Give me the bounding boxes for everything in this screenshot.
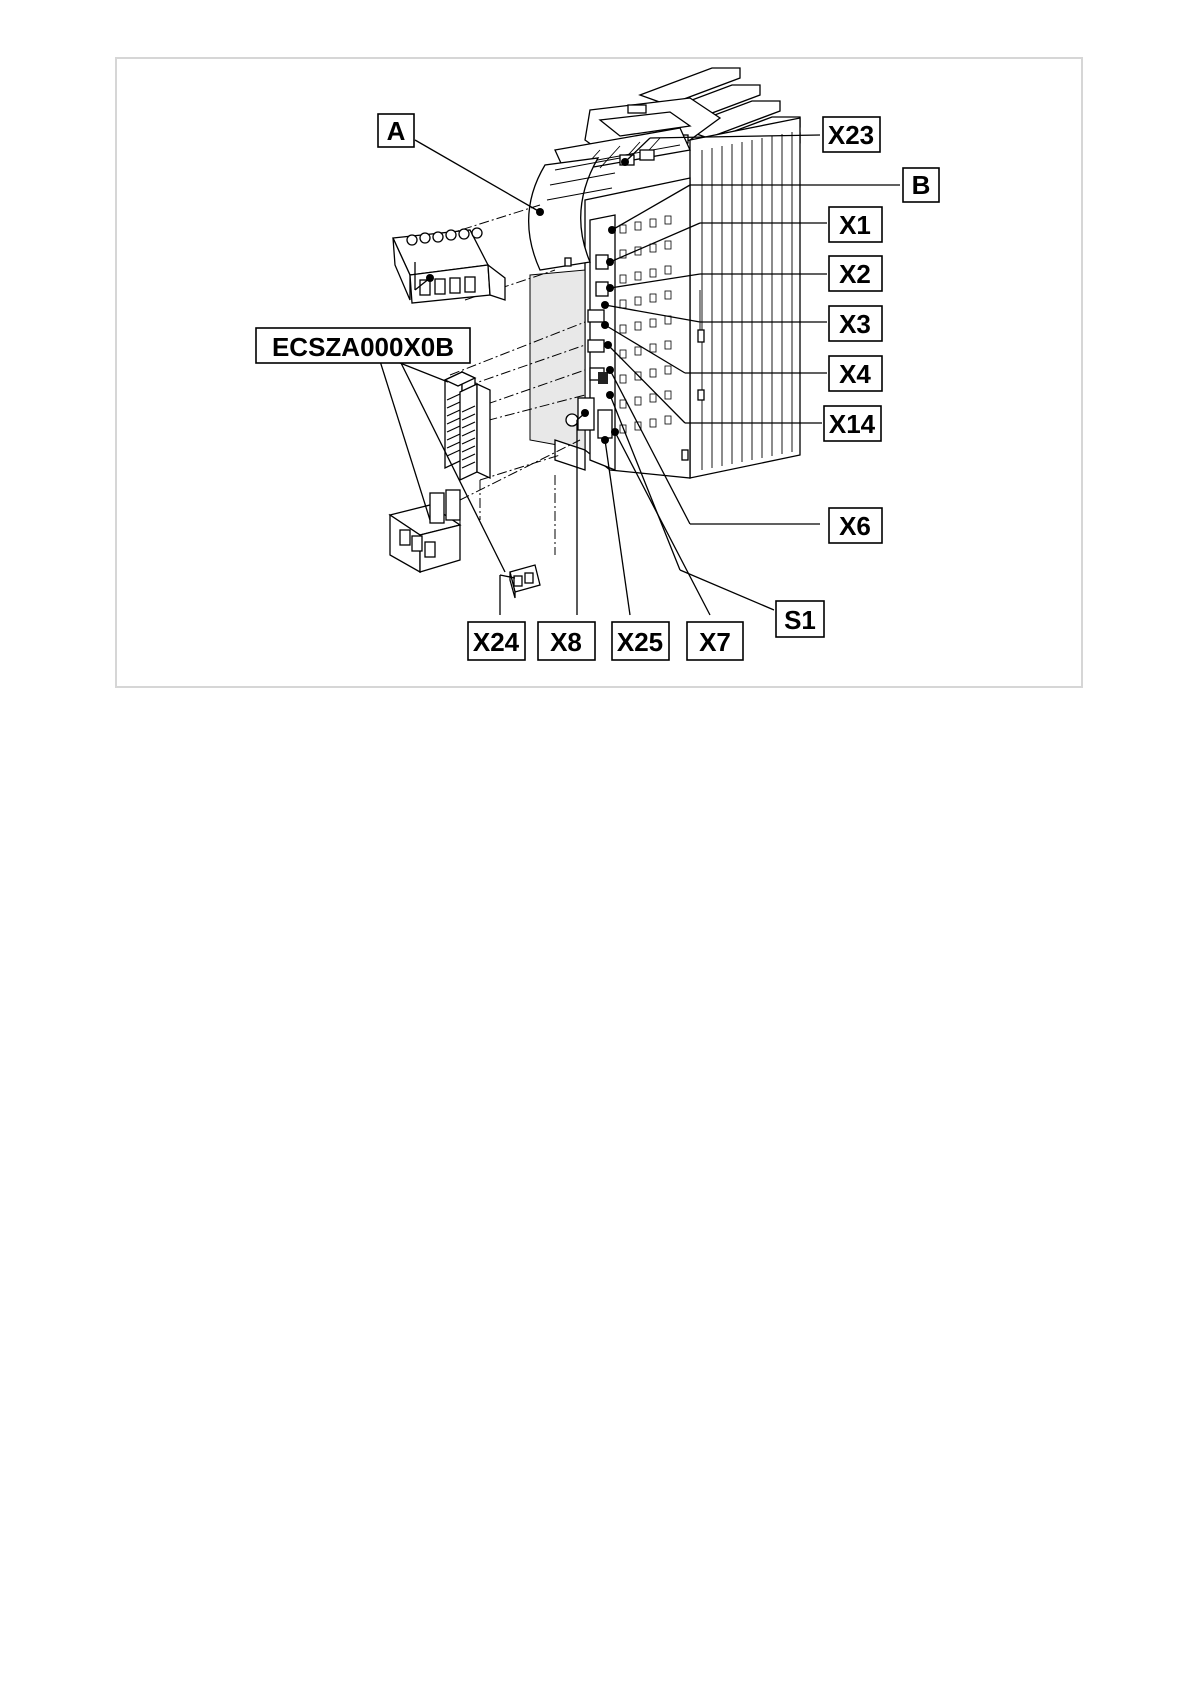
svg-text:X23: X23	[828, 120, 874, 150]
label-x24: X24	[468, 622, 525, 660]
drive-housing	[530, 98, 800, 478]
svg-text:X6: X6	[839, 511, 871, 541]
label-x3: X3	[829, 306, 882, 341]
svg-text:X8: X8	[550, 627, 582, 657]
label-s1: S1	[776, 601, 824, 637]
plug-2pole	[510, 565, 540, 598]
svg-text:A: A	[387, 116, 406, 146]
label-x4: X4	[829, 356, 882, 391]
svg-text:X3: X3	[839, 309, 871, 339]
svg-text:X4: X4	[839, 359, 871, 389]
svg-text:X7: X7	[699, 627, 731, 657]
svg-text:X24: X24	[473, 627, 520, 657]
label-b: B	[903, 168, 939, 202]
svg-text:S1: S1	[784, 605, 816, 635]
label-x14: X14	[824, 406, 881, 441]
svg-text:X25: X25	[617, 627, 663, 657]
label-accessory-ecsza000x0b: ECSZA000X0B	[256, 328, 470, 363]
label-x8: X8	[538, 622, 595, 660]
svg-text:B: B	[912, 170, 931, 200]
label-x7: X7	[687, 622, 743, 660]
label-x25: X25	[612, 622, 669, 660]
label-a: A	[378, 114, 414, 147]
svg-text:X14: X14	[829, 409, 876, 439]
label-x1: X1	[829, 207, 882, 242]
svg-text:X2: X2	[839, 259, 871, 289]
svg-text:X1: X1	[839, 210, 871, 240]
svg-text:ECSZA000X0B: ECSZA000X0B	[272, 332, 454, 362]
terminal-block-6pole	[393, 228, 505, 303]
label-x6: X6	[829, 508, 882, 543]
label-x2: X2	[829, 256, 882, 291]
label-x23: X23	[823, 117, 880, 152]
